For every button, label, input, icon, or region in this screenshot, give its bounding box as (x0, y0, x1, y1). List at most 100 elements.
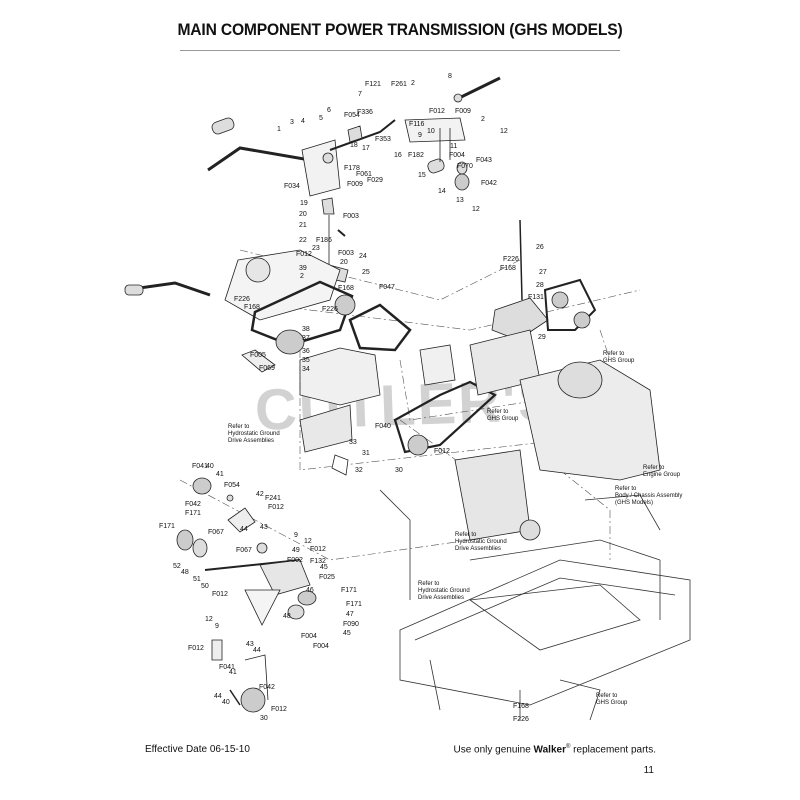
svg-text:47: 47 (346, 611, 354, 618)
svg-text:F226: F226 (513, 716, 529, 723)
svg-text:F047: F047 (379, 284, 395, 291)
svg-text:41: 41 (216, 471, 224, 478)
svg-text:11: 11 (450, 143, 457, 150)
svg-text:9: 9 (418, 132, 422, 139)
svg-text:F171: F171 (341, 587, 357, 594)
svg-text:F012: F012 (429, 108, 445, 115)
svg-text:30: 30 (260, 715, 268, 722)
svg-text:24: 24 (359, 253, 367, 260)
svg-text:F012: F012 (296, 251, 312, 258)
svg-text:45: 45 (320, 564, 328, 571)
svg-text:F041: F041 (219, 664, 235, 671)
svg-text:12: 12 (472, 206, 480, 213)
svg-text:13: 13 (456, 197, 464, 204)
svg-text:F131: F131 (528, 294, 544, 301)
svg-text:F182: F182 (408, 152, 424, 159)
svg-text:2: 2 (300, 273, 304, 280)
svg-text:F040: F040 (375, 423, 391, 430)
svg-text:F004: F004 (313, 643, 329, 650)
svg-text:F168: F168 (244, 304, 260, 311)
svg-text:46: 46 (306, 587, 314, 594)
svg-text:F171: F171 (185, 510, 201, 517)
svg-text:F029: F029 (367, 177, 383, 184)
svg-text:F171: F171 (159, 523, 175, 530)
page-number: 11 (643, 765, 654, 776)
svg-text:F042: F042 (185, 501, 201, 508)
brand-mark: ® (565, 744, 571, 750)
svg-text:F061: F061 (356, 171, 372, 178)
svg-text:9: 9 (215, 623, 219, 630)
svg-text:50: 50 (201, 583, 209, 590)
svg-text:25: 25 (362, 269, 370, 276)
svg-text:F042: F042 (481, 180, 497, 187)
svg-text:49: 49 (292, 547, 300, 554)
svg-text:12: 12 (500, 128, 508, 135)
svg-text:F009: F009 (347, 181, 363, 188)
svg-text:F186: F186 (316, 237, 332, 244)
svg-text:F004: F004 (301, 633, 317, 640)
svg-text:F025: F025 (319, 574, 335, 581)
notice-suffix: replacement parts. (573, 744, 656, 756)
svg-text:31: 31 (362, 450, 370, 457)
chassis-frame (379, 489, 691, 721)
gearbox-assembly (454, 219, 661, 541)
svg-text:51: 51 (193, 576, 201, 583)
svg-text:45: 45 (343, 630, 351, 637)
svg-text:7: 7 (358, 91, 362, 98)
svg-text:38: 38 (302, 326, 310, 333)
svg-text:12: 12 (205, 616, 213, 623)
svg-text:F005: F005 (250, 352, 266, 359)
svg-text:F067: F067 (236, 547, 252, 554)
idler-assembly (176, 477, 317, 713)
svg-text:F042: F042 (259, 684, 275, 691)
svg-text:F012: F012 (434, 448, 450, 455)
notice-prefix: Use only genuine (453, 744, 531, 756)
belt-drive (124, 249, 497, 476)
svg-text:12: 12 (304, 538, 312, 545)
svg-text:2: 2 (411, 80, 415, 87)
svg-text:34: 34 (302, 366, 310, 373)
svg-text:F090: F090 (343, 621, 359, 628)
svg-text:3: 3 (290, 119, 294, 126)
svg-text:48: 48 (181, 569, 189, 576)
svg-text:F070: F070 (457, 163, 473, 170)
page-title: MAIN COMPONENT POWER TRANSMISSION (GHS M… (177, 20, 623, 39)
replacement-notice: Use only genuine Walker® replacement par… (453, 744, 656, 755)
svg-text:5: 5 (319, 115, 323, 122)
svg-text:6: 6 (327, 107, 331, 114)
svg-text:33: 33 (349, 439, 357, 446)
svg-text:4: 4 (301, 118, 305, 125)
title-rule (180, 50, 620, 51)
svg-text:2: 2 (481, 116, 485, 123)
svg-text:39: 39 (299, 265, 307, 272)
svg-text:F012: F012 (188, 645, 204, 652)
svg-text:F012: F012 (271, 706, 287, 713)
svg-text:F261: F261 (391, 81, 407, 88)
svg-text:F012: F012 (268, 504, 284, 511)
svg-text:29: 29 (538, 334, 546, 341)
svg-text:37: 37 (302, 335, 310, 342)
brand-name: Walker (533, 744, 566, 756)
svg-text:41: 41 (229, 669, 237, 676)
svg-text:27: 27 (539, 269, 547, 276)
svg-text:30: 30 (395, 467, 403, 474)
svg-text:F336: F336 (357, 109, 373, 116)
svg-text:F009: F009 (455, 108, 471, 115)
effective-date: Effective Date 06-15-10 (145, 744, 250, 755)
svg-text:F012: F012 (310, 546, 326, 553)
svg-text:40: 40 (206, 463, 214, 470)
svg-text:43: 43 (260, 524, 268, 531)
svg-text:F168: F168 (513, 703, 529, 710)
svg-text:F353: F353 (375, 136, 391, 143)
svg-text:F069: F069 (259, 365, 275, 372)
svg-text:14: 14 (438, 188, 446, 195)
svg-text:44: 44 (240, 526, 248, 533)
